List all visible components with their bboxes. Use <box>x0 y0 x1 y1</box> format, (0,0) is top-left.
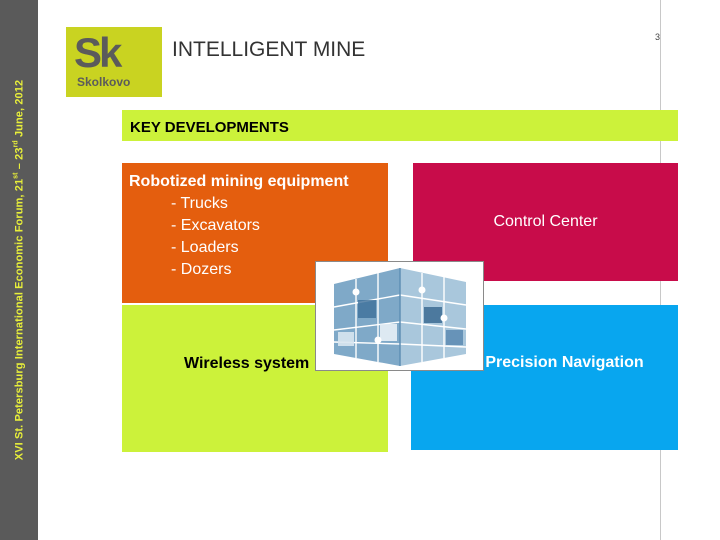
list-item: - Loaders <box>171 239 239 256</box>
navigation-label: High Precision Navigation <box>445 354 644 371</box>
logo-mark: Sk <box>74 29 122 76</box>
section-title: KEY DEVELOPMENTS <box>130 119 289 136</box>
forum-caption-sup: st <box>12 172 20 179</box>
forum-caption: XVI St. Petersburg International Economi… <box>13 80 26 460</box>
page-number: 3 <box>655 32 661 42</box>
page-title: INTELLIGENT MINE <box>172 38 366 61</box>
forum-caption-part: XVI St. Petersburg International Economi… <box>13 178 26 461</box>
list-item: - Trucks <box>171 195 228 212</box>
list-item: - Dozers <box>171 261 232 278</box>
wireless-system-label: Wireless system <box>184 355 310 372</box>
forum-caption-sup: rd <box>12 140 20 148</box>
puzzle-cube-graphic <box>333 268 467 366</box>
forum-caption-part: – 23 <box>13 147 26 173</box>
robotized-equipment-text: Robotized mining equipment - Trucks - Ex… <box>129 171 349 281</box>
puzzle-cube-icon <box>315 261 484 371</box>
forum-caption-part: June, 2012 <box>13 79 26 141</box>
robotized-equipment-title: Robotized mining equipment <box>129 173 349 190</box>
logo-name: Skolkovo <box>77 75 131 89</box>
control-center-label: Control Center <box>493 213 598 230</box>
sidebar: XVI St. Petersburg International Economi… <box>0 0 38 540</box>
skolkovo-logo: Sk Skolkovo <box>66 27 162 97</box>
list-item: - Excavators <box>171 217 260 234</box>
section-header-bar: KEY DEVELOPMENTS <box>122 110 678 141</box>
